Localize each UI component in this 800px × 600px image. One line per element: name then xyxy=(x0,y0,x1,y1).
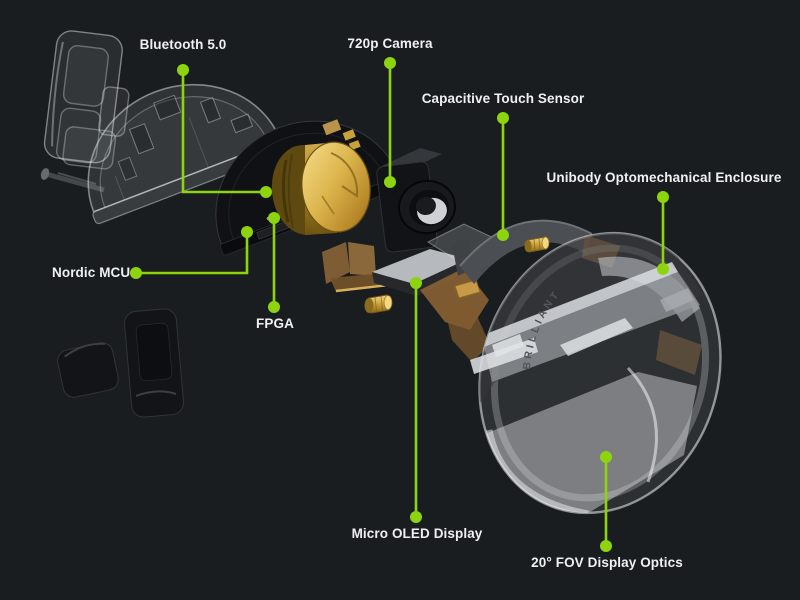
leader-dot xyxy=(130,267,142,279)
gold-screw-icon xyxy=(364,294,393,314)
leader-dot xyxy=(241,226,253,238)
leader-dot xyxy=(384,176,396,188)
leader-fpga xyxy=(268,212,280,313)
leader-dot xyxy=(260,186,272,198)
leader-dot xyxy=(410,277,422,289)
gold-screw-icon xyxy=(524,236,550,253)
lens-mount-tab xyxy=(470,334,538,374)
label-fpga: FPGA xyxy=(256,316,294,331)
leader-dot xyxy=(600,540,612,552)
leader-display-optics xyxy=(600,451,612,552)
leader-dot xyxy=(657,191,669,203)
leader-dot xyxy=(268,301,280,313)
flex-cable-part xyxy=(322,242,490,362)
touch-sensor-flex-part xyxy=(452,219,593,284)
leader-lines xyxy=(130,57,669,552)
label-720p-camera: 720p Camera xyxy=(347,36,433,51)
rubber-pad-part xyxy=(57,308,185,418)
display-optics-lens-part: BRILLIANT xyxy=(465,222,722,518)
leader-dot xyxy=(268,212,280,224)
label-micro-oled-display: Micro OLED Display xyxy=(351,526,483,541)
leader-dot xyxy=(384,57,396,69)
label-unibody-enclosure: Unibody Optomechanical Enclosure xyxy=(546,170,782,185)
leader-dot xyxy=(600,451,612,463)
leader-dot xyxy=(657,263,669,275)
leader-touch-sensor xyxy=(497,112,509,241)
label-fov-display-optics: 20° FOV Display Optics xyxy=(531,555,683,570)
leader-dot xyxy=(497,112,509,124)
leader-dot xyxy=(410,511,422,523)
leader-oled-display xyxy=(410,277,422,523)
label-bluetooth: Bluetooth 5.0 xyxy=(139,37,227,52)
leader-nordic-mcu xyxy=(130,226,253,279)
battery-part xyxy=(271,141,371,235)
leader-camera xyxy=(384,57,396,188)
label-capacitive-touch-sensor: Capacitive Touch Sensor xyxy=(421,91,585,106)
leader-dot xyxy=(177,64,189,76)
label-nordic-mcu: Nordic MCU xyxy=(52,265,131,280)
leader-dot xyxy=(497,229,509,241)
screw-icon xyxy=(40,168,105,193)
leader-bluetooth xyxy=(177,64,272,198)
temple-clip-part xyxy=(43,30,130,170)
leader-enclosure xyxy=(657,191,669,275)
